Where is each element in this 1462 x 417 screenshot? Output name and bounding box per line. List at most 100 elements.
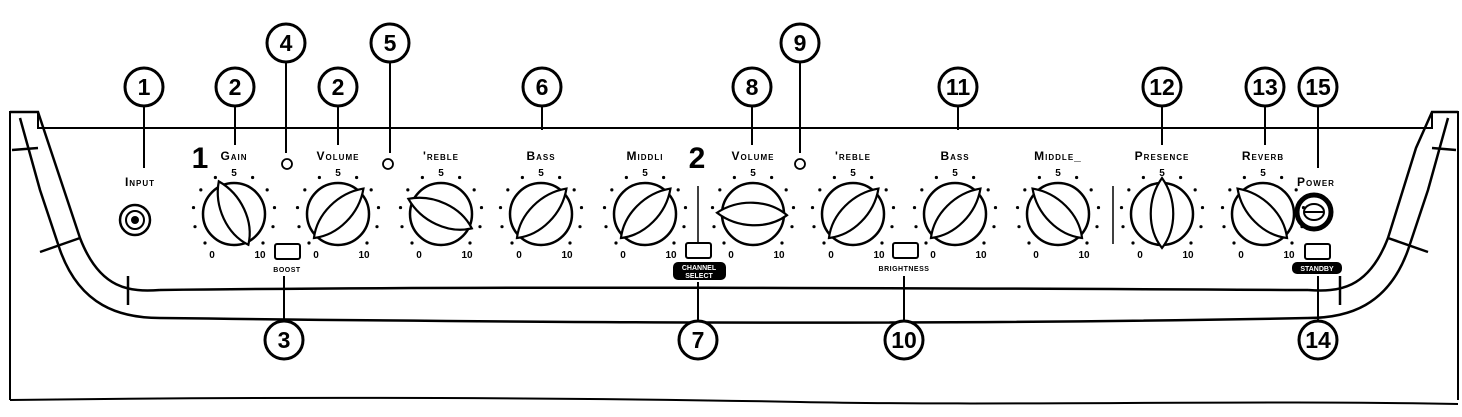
scale-dot: [1199, 225, 1203, 229]
scale-min: 0: [209, 250, 215, 261]
scale-max: 10: [773, 250, 785, 261]
scale-dot: [410, 241, 414, 245]
knob-label: 'reble: [423, 149, 459, 163]
scale-min: 0: [1137, 250, 1143, 261]
callout-circle: [1244, 66, 1286, 108]
scale-dot: [710, 205, 715, 210]
scale-dot: [1193, 188, 1197, 192]
scale-dot: [884, 188, 888, 192]
scale-max: 10: [1182, 250, 1194, 261]
scale-dot: [780, 241, 784, 245]
scale-dot: [770, 175, 774, 180]
scale-dot: [1220, 205, 1225, 210]
callout-number: 2: [332, 74, 345, 100]
scale-dot: [406, 188, 410, 192]
callout-2: 2: [317, 66, 359, 145]
callout-6: 6: [521, 66, 563, 130]
scale-max: 10: [1283, 250, 1295, 261]
scale-dot: [1232, 241, 1236, 245]
scale-dot: [520, 175, 524, 180]
scale-dot: [1027, 241, 1031, 245]
scale-dot: [468, 241, 472, 245]
scale-dot: [472, 188, 476, 192]
scale-min: 0: [516, 250, 522, 261]
scale-mid: 5: [438, 168, 444, 179]
callout-number: 1: [138, 74, 151, 100]
scale-max: 10: [461, 250, 473, 261]
callout-15: 15: [1297, 66, 1339, 168]
scale-dot: [265, 188, 269, 192]
knob-label: Presence: [1135, 149, 1190, 163]
scale-mid: 5: [1055, 168, 1061, 179]
scale-mid: 5: [750, 168, 756, 179]
scale-max: 10: [1078, 250, 1090, 261]
scale-dot: [718, 188, 722, 192]
callout-number: 6: [536, 74, 549, 100]
scale-dot: [376, 205, 381, 210]
callout-circle: [1141, 66, 1183, 108]
callout-number: 2: [229, 74, 242, 100]
scale-dot: [683, 205, 688, 210]
standby-switch[interactable]: [1304, 243, 1331, 260]
knob-label: Middle_: [1034, 149, 1082, 163]
callout-number: 14: [1305, 327, 1331, 353]
callout-9: 9: [779, 22, 821, 153]
input-label: Input: [125, 175, 155, 189]
power-switch-icon[interactable]: [1294, 192, 1334, 232]
scale-dot: [307, 241, 311, 245]
boost-switch[interactable]: [274, 243, 301, 260]
scale-min: 0: [620, 250, 626, 261]
callout-circle: [317, 66, 359, 108]
scale-dot: [500, 225, 504, 229]
brightness-switch[interactable]: [892, 242, 919, 259]
scale-dot: [1131, 241, 1135, 245]
callout-number: 15: [1305, 74, 1331, 100]
scale-dot: [398, 205, 403, 210]
scale-dot: [213, 175, 217, 180]
scale-max: 10: [254, 250, 266, 261]
scale-dot: [1023, 188, 1027, 192]
scale-dot: [662, 175, 666, 180]
scale-dot: [478, 225, 482, 229]
scale-dot: [784, 188, 788, 192]
scale-dot: [891, 205, 896, 210]
scale-dot: [832, 175, 836, 180]
callout-number: 8: [746, 74, 759, 100]
channel-select-line1: CHANNEL: [682, 265, 717, 272]
callout-number: 7: [692, 327, 705, 353]
channel-2-led: [794, 158, 806, 170]
right-handle: [1307, 110, 1458, 320]
callout-1: 1: [123, 66, 165, 168]
brightness-label: BRIGHTNESS: [879, 266, 930, 273]
scale-dot: [1179, 175, 1183, 180]
scale-dot: [572, 188, 576, 192]
scale-dot: [1189, 241, 1193, 245]
callout-number: 5: [384, 30, 397, 56]
scale-dot: [203, 241, 207, 245]
scale-dot: [972, 175, 976, 180]
channel-1-marker: 1: [192, 142, 209, 175]
bezel-lower-line: [159, 316, 1309, 324]
scale-dot: [1085, 241, 1089, 245]
scale-dot: [1121, 225, 1125, 229]
channel-select-switch[interactable]: [685, 242, 712, 259]
callout-7: 7: [677, 282, 719, 361]
scale-dot: [1200, 205, 1205, 210]
callout-number: 9: [794, 30, 807, 56]
scale-dot: [498, 205, 503, 210]
callout-circle: [677, 319, 719, 361]
